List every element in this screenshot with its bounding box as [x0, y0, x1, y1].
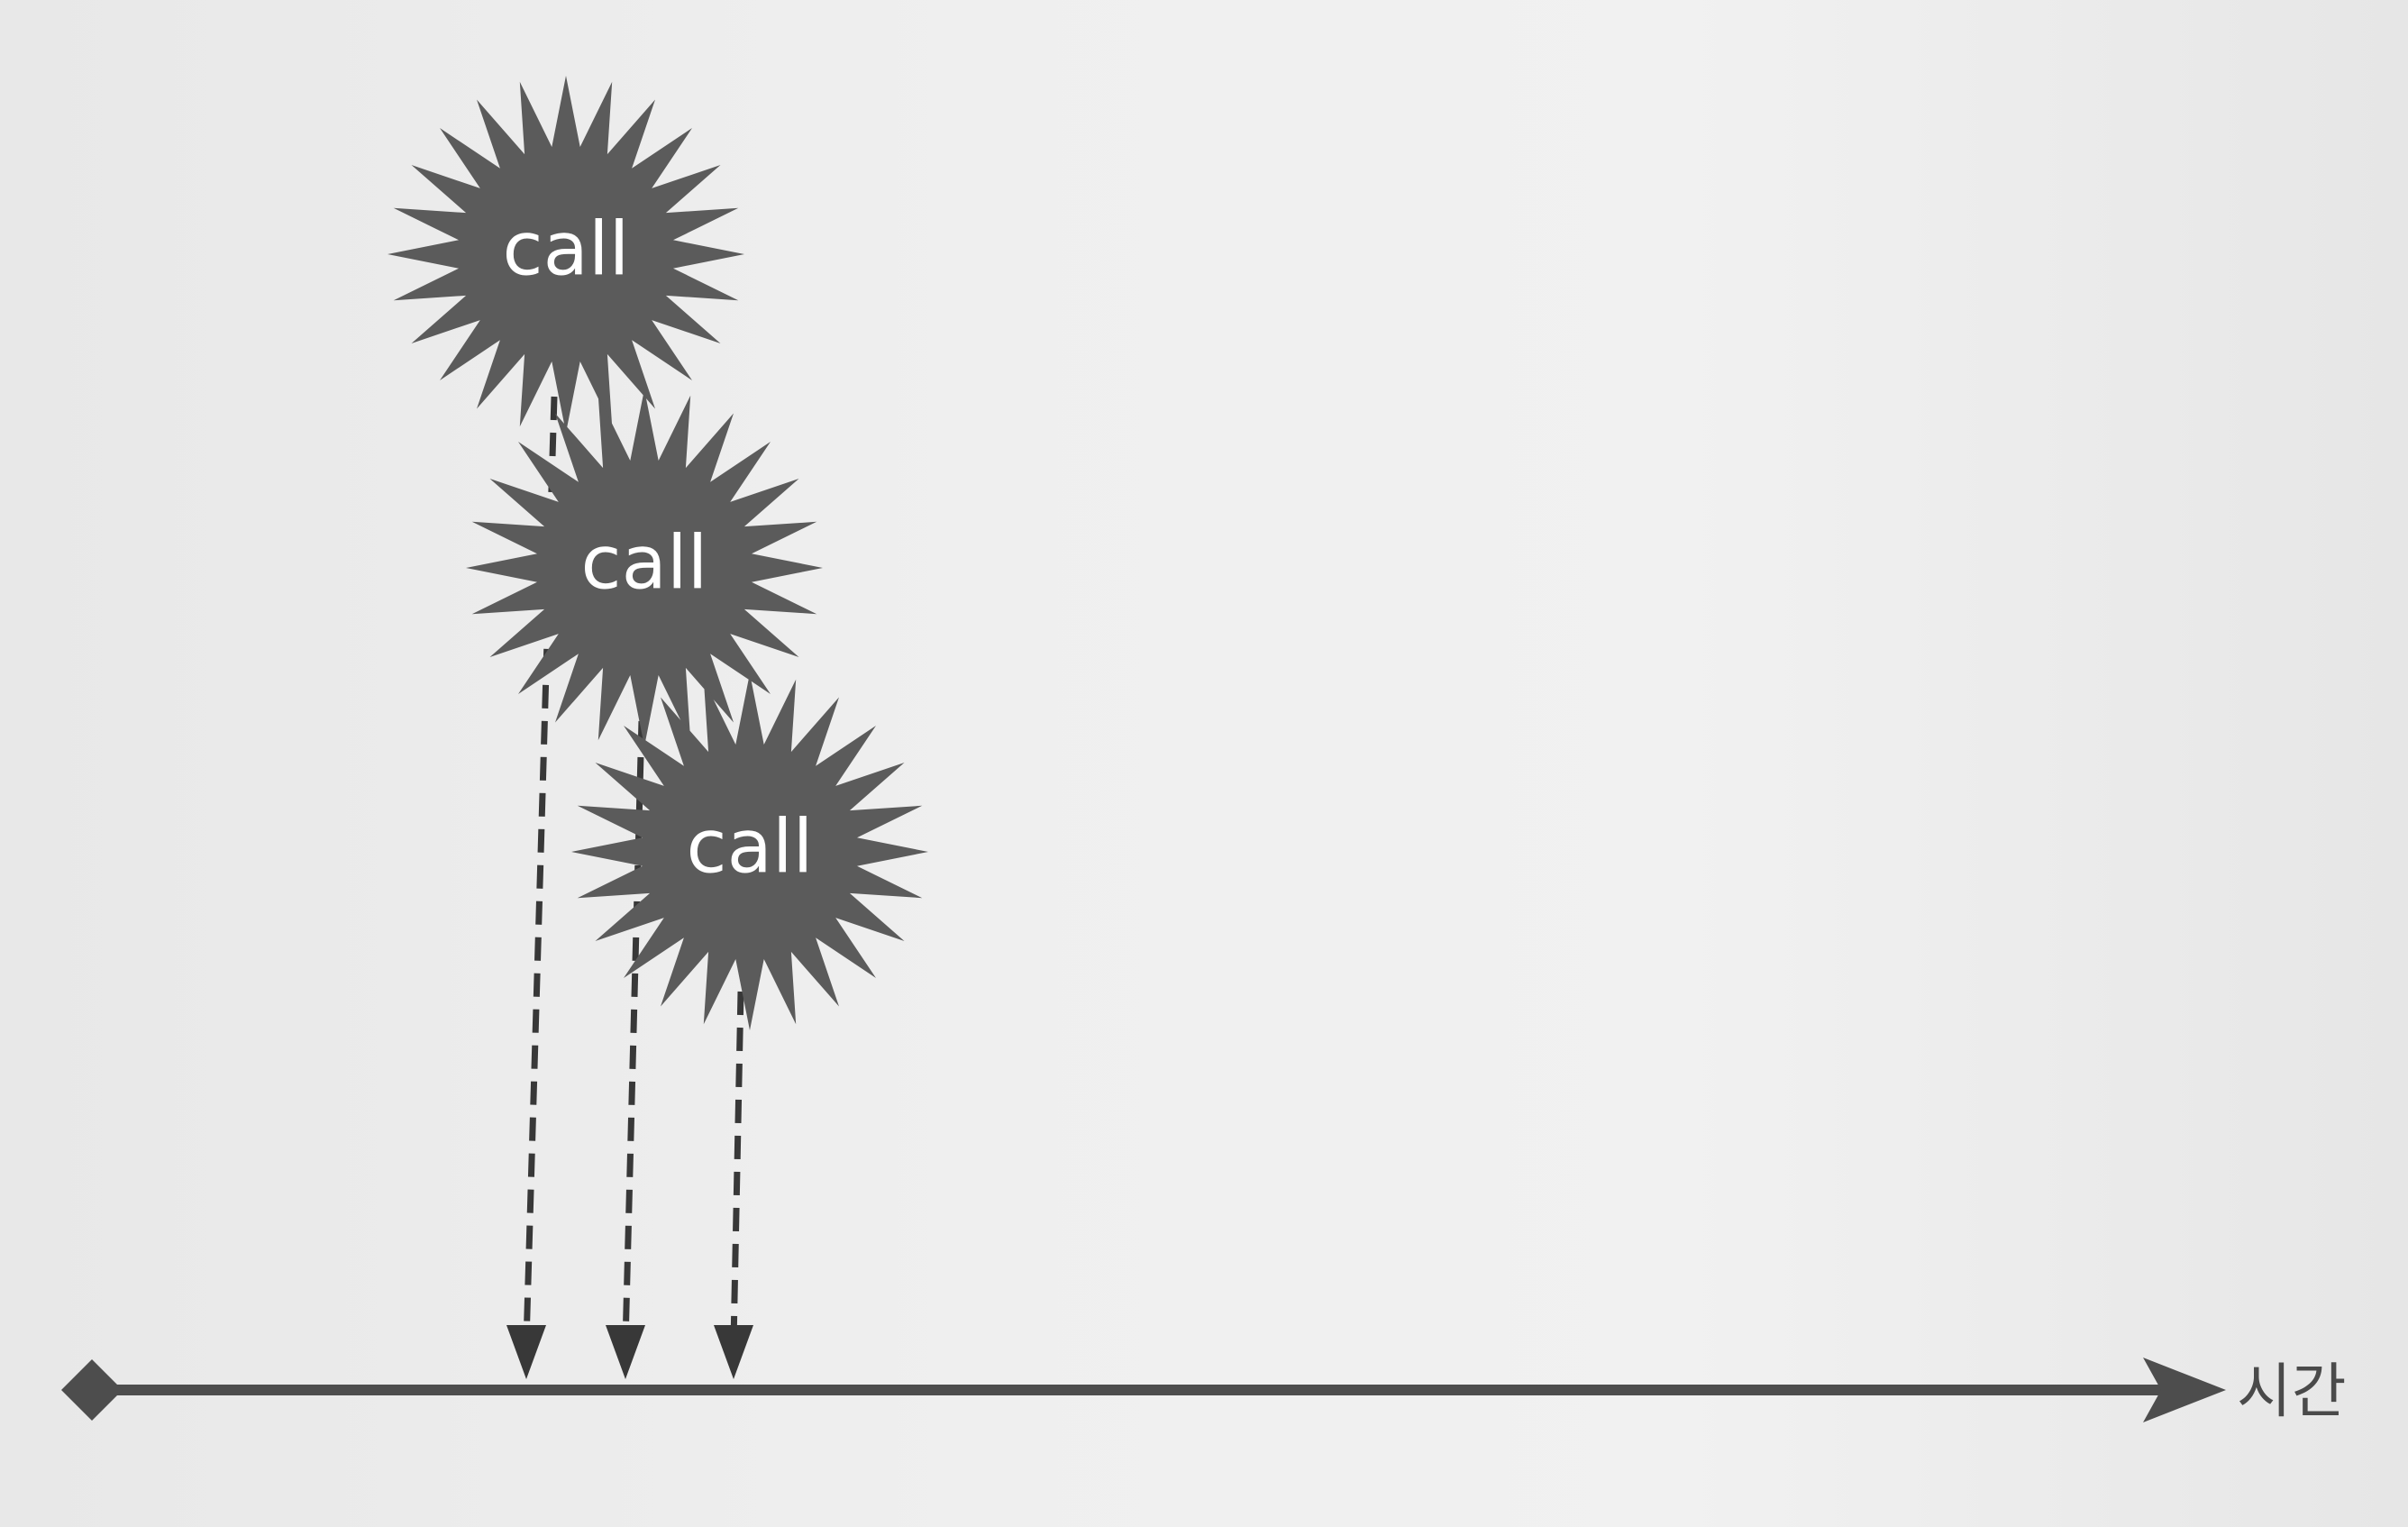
- arrowhead-3-icon: [714, 1325, 753, 1379]
- starburst-icon: [466, 389, 823, 746]
- arrowhead-1-icon: [506, 1325, 546, 1379]
- call-burst-2: call: [466, 389, 823, 746]
- axis-arrowhead-icon: [2143, 1358, 2226, 1422]
- time-axis-label: 시간: [2237, 1357, 2346, 1426]
- event-arrow-3: [730, 991, 744, 1344]
- call-label: call: [687, 804, 814, 890]
- event-bursts: call call call: [388, 76, 928, 1030]
- call-burst-3: call: [571, 673, 928, 1030]
- call-label: call: [503, 206, 630, 292]
- starburst-icon: [388, 76, 744, 433]
- time-axis: 시간: [61, 1357, 2346, 1426]
- call-burst-1: call: [388, 76, 744, 433]
- axis-start-diamond-icon: [61, 1359, 123, 1421]
- call-label: call: [581, 520, 708, 606]
- starburst-icon: [571, 673, 928, 1030]
- arrowhead-2-icon: [606, 1325, 645, 1379]
